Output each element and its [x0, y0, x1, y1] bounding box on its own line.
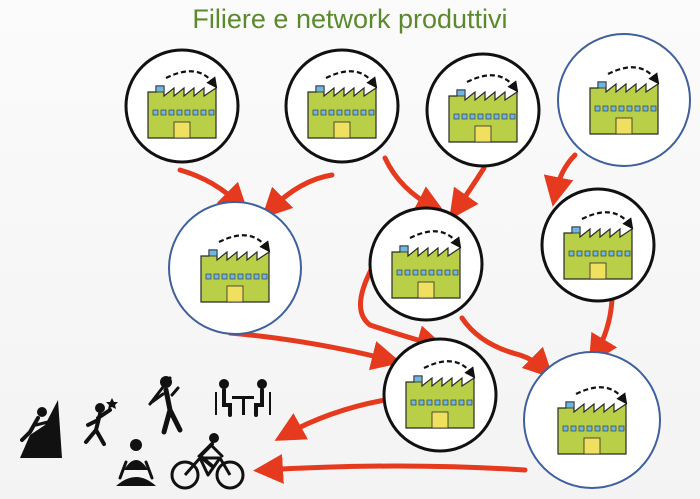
- meditating-person-icon: [116, 439, 156, 486]
- page-title: Filiere e network produttivi: [192, 4, 508, 34]
- cyclist-icon: [170, 433, 245, 490]
- factory-node-8: [382, 337, 498, 453]
- people-at-table-icon: [215, 379, 271, 417]
- factory-node-2: [284, 48, 400, 164]
- baseball-batter-icon: [148, 376, 183, 435]
- factory-node-9: [523, 351, 661, 489]
- factory-node-6: [368, 206, 484, 322]
- arrow-n3-n6: [449, 165, 487, 220]
- arrow-n6-n8: [358, 265, 447, 355]
- arrow-n1-n5: [177, 167, 249, 214]
- arrow-n4-n7: [543, 152, 578, 207]
- arrow-n2-n5: [261, 172, 335, 219]
- arrow-n7-n9: [588, 297, 618, 366]
- arrow-n2-n6: [382, 155, 446, 214]
- arrow-n6-n9: [459, 315, 554, 379]
- consumers-group: [20, 376, 271, 490]
- factory-node-5: [168, 201, 302, 335]
- climber-icon: [20, 400, 62, 458]
- factory-node-7: [540, 187, 656, 303]
- arrow-n9-consumers: [253, 453, 528, 484]
- arrow-n8-consumers: [274, 397, 388, 441]
- factory-node-3: [425, 52, 541, 168]
- factory-node-1: [124, 48, 240, 164]
- arrow-n5-n8: [227, 330, 402, 371]
- factory-node-4: [557, 33, 691, 167]
- juggler-icon: [84, 398, 118, 446]
